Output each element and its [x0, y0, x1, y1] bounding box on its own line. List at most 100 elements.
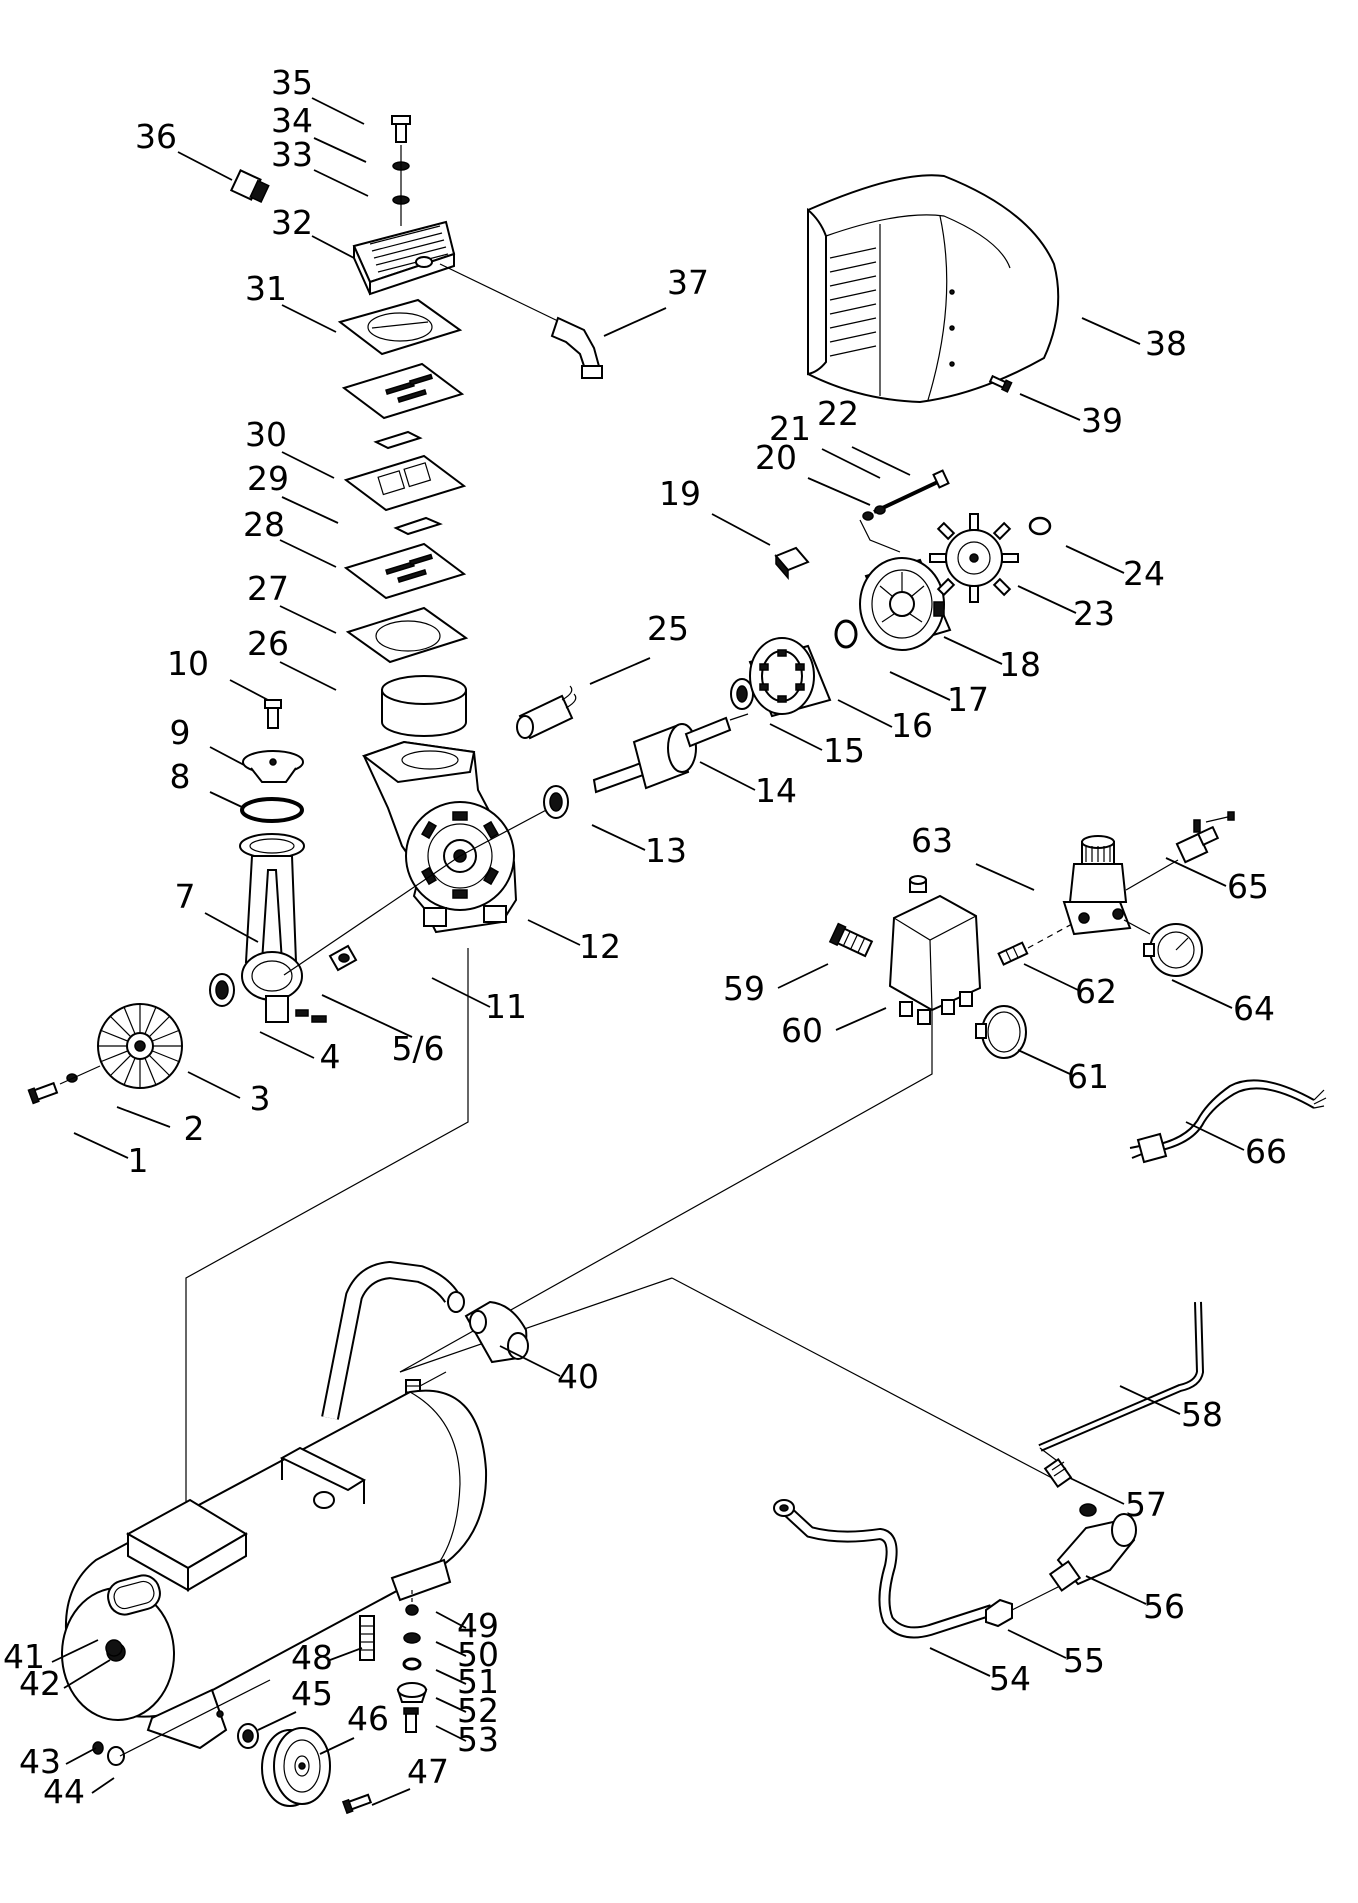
part-16-stator — [748, 637, 832, 718]
leader-line-11 — [431, 977, 491, 1008]
parts-drawing — [27, 115, 1327, 1815]
leader-line-29 — [281, 496, 339, 524]
leader-line-49 — [435, 1611, 467, 1629]
part-35-bolt — [391, 115, 411, 143]
leader-line-24 — [1065, 545, 1125, 574]
callout-label-55: 55 — [1063, 1641, 1105, 1680]
leader-line-64 — [1171, 979, 1233, 1009]
callout-label-50: 50 — [457, 1635, 499, 1674]
callout-label-64: 64 — [1233, 989, 1275, 1028]
callout-label-46: 46 — [347, 1699, 389, 1738]
callout-label-36: 36 — [135, 117, 177, 156]
part-28-valve-plate-upper — [341, 362, 465, 420]
part-7-connecting-rod — [239, 833, 305, 1023]
leader-line-65 — [1165, 857, 1227, 887]
leader-line-32 — [311, 235, 355, 259]
callout-label-7: 7 — [175, 877, 196, 916]
leader-line-9 — [209, 746, 245, 766]
callout-label-11: 11 — [485, 987, 527, 1026]
leader-line-40 — [499, 1345, 561, 1377]
leader-line-34 — [313, 137, 367, 163]
leader-line-28 — [279, 539, 337, 568]
leader-line-38 — [1081, 317, 1141, 345]
part-43-nut — [92, 1741, 104, 1755]
leader-line-2 — [116, 1106, 171, 1128]
leader-line-55 — [1007, 1629, 1067, 1659]
leader-line-1 — [73, 1132, 129, 1159]
leader-line-21 — [821, 448, 881, 479]
part-27-gasket — [345, 606, 469, 664]
callout-label-66: 66 — [1245, 1132, 1287, 1171]
callout-label-26: 26 — [247, 624, 289, 663]
leader-line-60 — [835, 1007, 887, 1031]
leader-line-44 — [91, 1777, 115, 1794]
callout-label-65: 65 — [1227, 867, 1269, 906]
leader-line-59 — [777, 963, 829, 989]
callout-label-34: 34 — [271, 101, 313, 140]
part-41-tank — [61, 1389, 488, 1750]
part-59-fitting — [828, 922, 874, 958]
part-37-elbow-fitting — [439, 263, 603, 379]
callout-label-60: 60 — [781, 1011, 823, 1050]
part-18-end-cover — [859, 557, 952, 651]
callout-label-58: 58 — [1181, 1395, 1223, 1434]
callout-label-22: 22 — [817, 394, 859, 433]
part-22-screw — [873, 469, 950, 514]
part-19-switch — [774, 546, 810, 581]
callout-label-41: 41 — [3, 1637, 45, 1676]
part-30-valve-plate — [343, 454, 467, 512]
part-23-fan — [929, 513, 1019, 603]
leader-line-45 — [257, 1711, 297, 1731]
callout-label-52: 52 — [457, 1691, 499, 1730]
part-28-valve-plate-lower — [343, 542, 467, 600]
callout-label-43: 43 — [19, 1742, 61, 1781]
callout-label-14: 14 — [755, 771, 797, 810]
leader-line-12 — [527, 919, 581, 946]
leader-line-8 — [209, 791, 245, 809]
parts-49-53-foot-stack — [396, 1590, 428, 1733]
callout-label-51: 51 — [457, 1662, 499, 1701]
callout-label-54: 54 — [989, 1659, 1031, 1698]
callout-label-15: 15 — [823, 731, 865, 770]
callout-label-24: 24 — [1123, 554, 1165, 593]
leader-line-62 — [1023, 963, 1079, 991]
part-9-piston-cap — [242, 750, 304, 783]
callout-label-57: 57 — [1125, 1485, 1167, 1524]
leader-line-26 — [279, 661, 337, 691]
callout-label-59: 59 — [723, 969, 765, 1008]
callout-label-2: 2 — [184, 1109, 205, 1148]
leader-line-48 — [329, 1647, 363, 1661]
leader-line-35 — [311, 97, 365, 125]
leader-line-10 — [229, 679, 269, 701]
callout-label-16: 16 — [891, 706, 933, 745]
callout-label-40: 40 — [557, 1357, 599, 1396]
part-15-bearing — [730, 678, 754, 710]
callout-label-37: 37 — [667, 263, 709, 302]
leader-line-18 — [943, 636, 1003, 665]
part-38-shroud — [807, 174, 1060, 404]
callout-label-21: 21 — [769, 409, 811, 448]
part-eccentric — [328, 944, 358, 972]
part-62-nipple — [997, 941, 1029, 966]
part-13-bearing — [543, 785, 569, 819]
leader-line-14 — [699, 761, 756, 791]
callout-label-44: 44 — [43, 1772, 85, 1811]
part-8-ring — [240, 797, 304, 823]
leader-line-46 — [319, 1737, 355, 1755]
part-65-quick-coupler — [1125, 811, 1235, 891]
leader-line-5-6 — [321, 994, 413, 1038]
callout-label-5-6: 5/6 — [391, 1029, 444, 1068]
part-42-plug — [105, 1639, 123, 1657]
part-31-gasket — [337, 298, 463, 356]
callout-label-49: 49 — [457, 1606, 499, 1645]
callout-label-53: 53 — [457, 1720, 499, 1759]
part-63-regulator — [1062, 835, 1132, 936]
part-5-6-screws — [295, 1009, 327, 1023]
part-44-washer — [107, 1746, 125, 1766]
part-48-check-valve — [359, 1615, 375, 1661]
callout-label-18: 18 — [999, 645, 1041, 684]
leader-line-20 — [807, 477, 871, 506]
part-10-bolt — [264, 699, 282, 729]
leader-line-39 — [1019, 393, 1081, 421]
part-55-nut — [985, 1598, 1013, 1628]
